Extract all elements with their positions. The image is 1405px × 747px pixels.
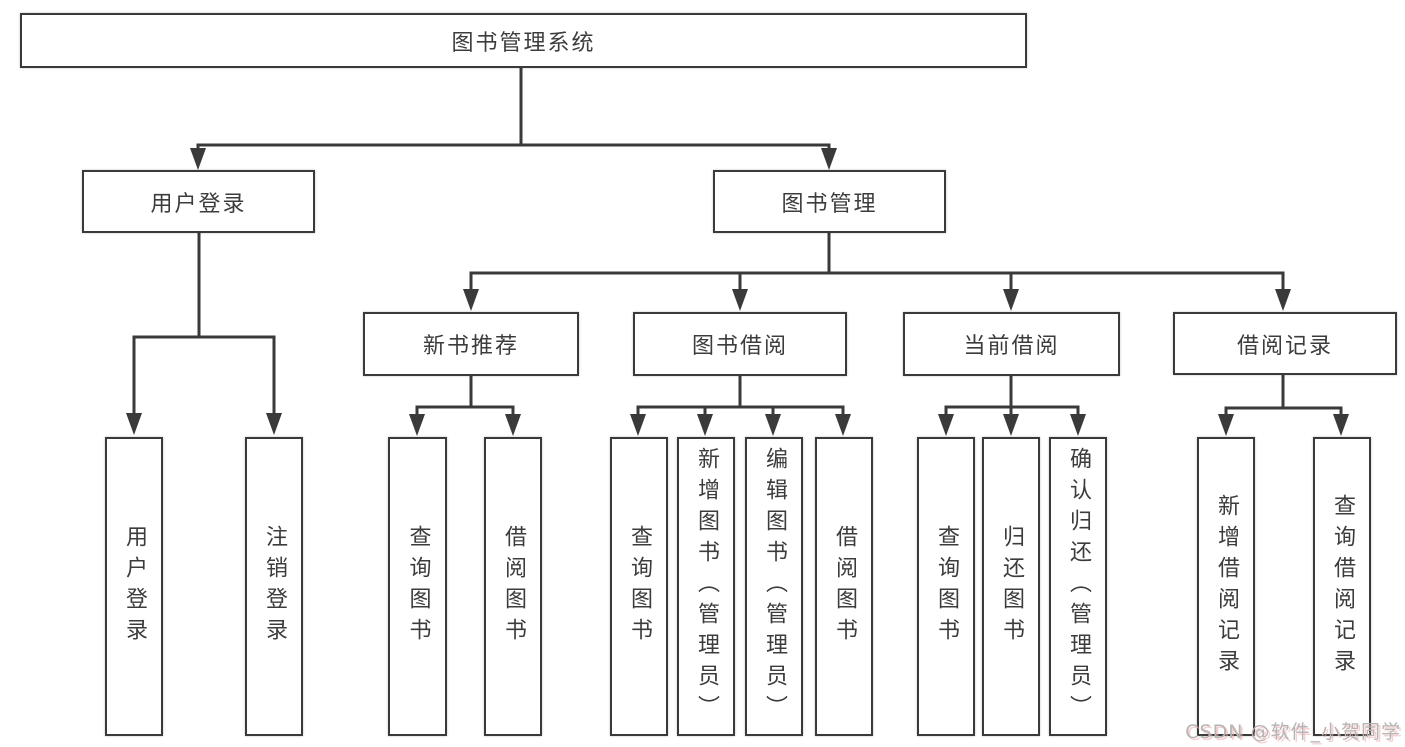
leaf-label: 借阅图书 bbox=[501, 524, 526, 649]
leaf-label: 归还图书 bbox=[999, 524, 1024, 649]
leaf-label: 借阅图书 bbox=[832, 524, 857, 649]
node-label: 当前借阅 bbox=[963, 334, 1060, 359]
leaf-label: 查询借阅记录 bbox=[1330, 493, 1355, 680]
leaf-user-login: 用户登录 bbox=[105, 437, 163, 736]
leaf-query-books-current: 查询图书 bbox=[917, 437, 975, 736]
leaf-add-borrow-record: 新增借阅记录 bbox=[1197, 437, 1255, 736]
leaf-query-borrow-record: 查询借阅记录 bbox=[1313, 437, 1371, 736]
leaf-label: 编辑图书（管理员） bbox=[762, 447, 787, 726]
node-book-borrowing: 图书借阅 bbox=[633, 312, 847, 376]
leaf-borrow-books-recommend: 借阅图书 bbox=[484, 437, 542, 736]
node-label: 图书借阅 bbox=[691, 334, 788, 359]
leaf-label: 新增图书（管理员） bbox=[694, 447, 719, 726]
leaf-query-books-recommend: 查询图书 bbox=[388, 437, 447, 736]
node-label: 新书推荐 bbox=[422, 334, 519, 359]
csdn-watermark: CSDN @软件_小贺同学 bbox=[1185, 721, 1401, 743]
node-label: 图书管理 bbox=[781, 191, 878, 217]
leaf-label: 注销登录 bbox=[262, 524, 287, 649]
node-new-book-recommendation: 新书推荐 bbox=[363, 312, 579, 376]
node-user-login: 用户登录 bbox=[82, 170, 315, 233]
node-label: 图书管理系统 bbox=[451, 30, 596, 56]
leaf-add-books-admin: 新增图书（管理员） bbox=[677, 437, 735, 736]
leaf-borrow-books: 借阅图书 bbox=[815, 437, 873, 736]
leaf-query-books-borrow: 查询图书 bbox=[610, 437, 668, 736]
leaf-label: 确认归还（管理员） bbox=[1066, 447, 1091, 726]
node-label: 借阅记录 bbox=[1236, 333, 1333, 359]
node-current-borrowing: 当前借阅 bbox=[903, 312, 1120, 376]
node-label: 用户登录 bbox=[150, 191, 247, 217]
leaf-label: 查询图书 bbox=[627, 524, 652, 649]
leaf-edit-books-admin: 编辑图书（管理员） bbox=[745, 437, 803, 736]
leaf-label: 查询图书 bbox=[934, 524, 959, 649]
leaf-logout: 注销登录 bbox=[245, 437, 303, 736]
leaf-label: 用户登录 bbox=[122, 524, 147, 649]
leaf-return-books: 归还图书 bbox=[982, 437, 1040, 736]
node-library-management-system: 图书管理系统 bbox=[20, 13, 1027, 68]
leaf-confirm-return-admin: 确认归还（管理员） bbox=[1049, 437, 1107, 736]
leaf-label: 查询图书 bbox=[405, 524, 431, 649]
node-book-management: 图书管理 bbox=[713, 170, 946, 233]
node-borrowing-records: 借阅记录 bbox=[1173, 312, 1397, 375]
leaf-label: 新增借阅记录 bbox=[1214, 493, 1239, 680]
